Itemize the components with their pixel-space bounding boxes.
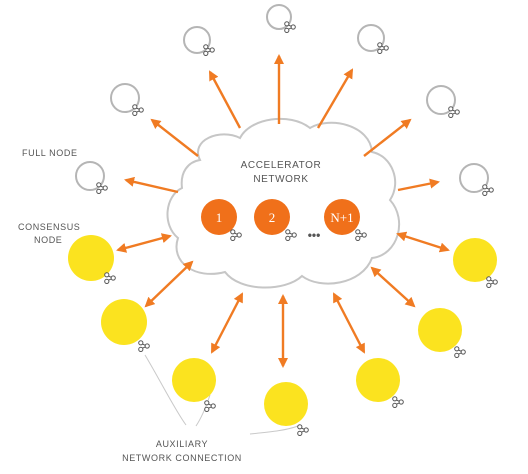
- auxiliary-connection-line: [144, 354, 187, 426]
- consensus-node: [264, 382, 308, 426]
- arrow-consensus-link: [116, 233, 172, 253]
- consensus-node: [453, 238, 497, 282]
- full-node: [426, 85, 456, 115]
- accelerator-node-1: 1: [201, 199, 242, 241]
- consensus-node: [101, 299, 147, 345]
- accelerator-node-2: 2: [254, 199, 297, 241]
- accelerator-node-label: 1: [216, 210, 223, 225]
- key-icon: [132, 104, 144, 116]
- full-node-label: FULL NODE: [22, 148, 78, 158]
- key-icon: [482, 184, 494, 196]
- arrow-consensus-link: [210, 292, 244, 354]
- full-node: [110, 83, 140, 113]
- key-icon: [486, 276, 498, 288]
- arrow-to-full-node: [124, 176, 179, 194]
- consensus-node: [418, 308, 462, 352]
- consensus-node: [356, 358, 400, 402]
- arrow-to-full-node: [150, 118, 199, 157]
- accelerator-network-label-line2: NETWORK: [253, 174, 308, 185]
- auxiliary-connection-label-line1: AUXILIARY: [156, 439, 208, 449]
- arrow-to-full-node: [397, 178, 440, 192]
- auxiliary-connection-line: [195, 394, 211, 427]
- accelerator-node-label: 2: [269, 210, 276, 225]
- key-icon: [448, 106, 460, 118]
- consensus-node: [68, 235, 114, 281]
- arrow-to-full-node: [363, 118, 412, 157]
- full-node: [459, 163, 489, 193]
- key-icon: [392, 396, 404, 408]
- key-icon: [104, 272, 116, 284]
- key-icon: [454, 346, 466, 358]
- accelerator-node-n-plus-1: N+1: [324, 199, 367, 241]
- consensus-node-label-line1: CONSENSUS: [18, 222, 80, 232]
- consensus-node: [172, 358, 216, 402]
- auxiliary-connection-label-line2: NETWORK CONNECTION: [122, 453, 242, 463]
- auxiliary-connection-line: [249, 424, 301, 435]
- arrow-consensus-link: [144, 260, 194, 308]
- key-icon: [297, 424, 309, 436]
- ellipsis: •••: [308, 228, 321, 242]
- accelerator-node-label: N+1: [330, 210, 353, 225]
- arrow-to-full-node: [316, 68, 354, 129]
- arrow-consensus-link: [370, 266, 416, 308]
- accelerator-network-label-line1: ACCELERATOR: [241, 160, 322, 171]
- arrow-consensus-link: [396, 231, 450, 253]
- consensus-node-label-line2: NODE: [34, 235, 62, 245]
- key-icon: [138, 340, 150, 352]
- arrow-consensus-link: [332, 292, 366, 354]
- arrow-to-full-node: [208, 70, 242, 129]
